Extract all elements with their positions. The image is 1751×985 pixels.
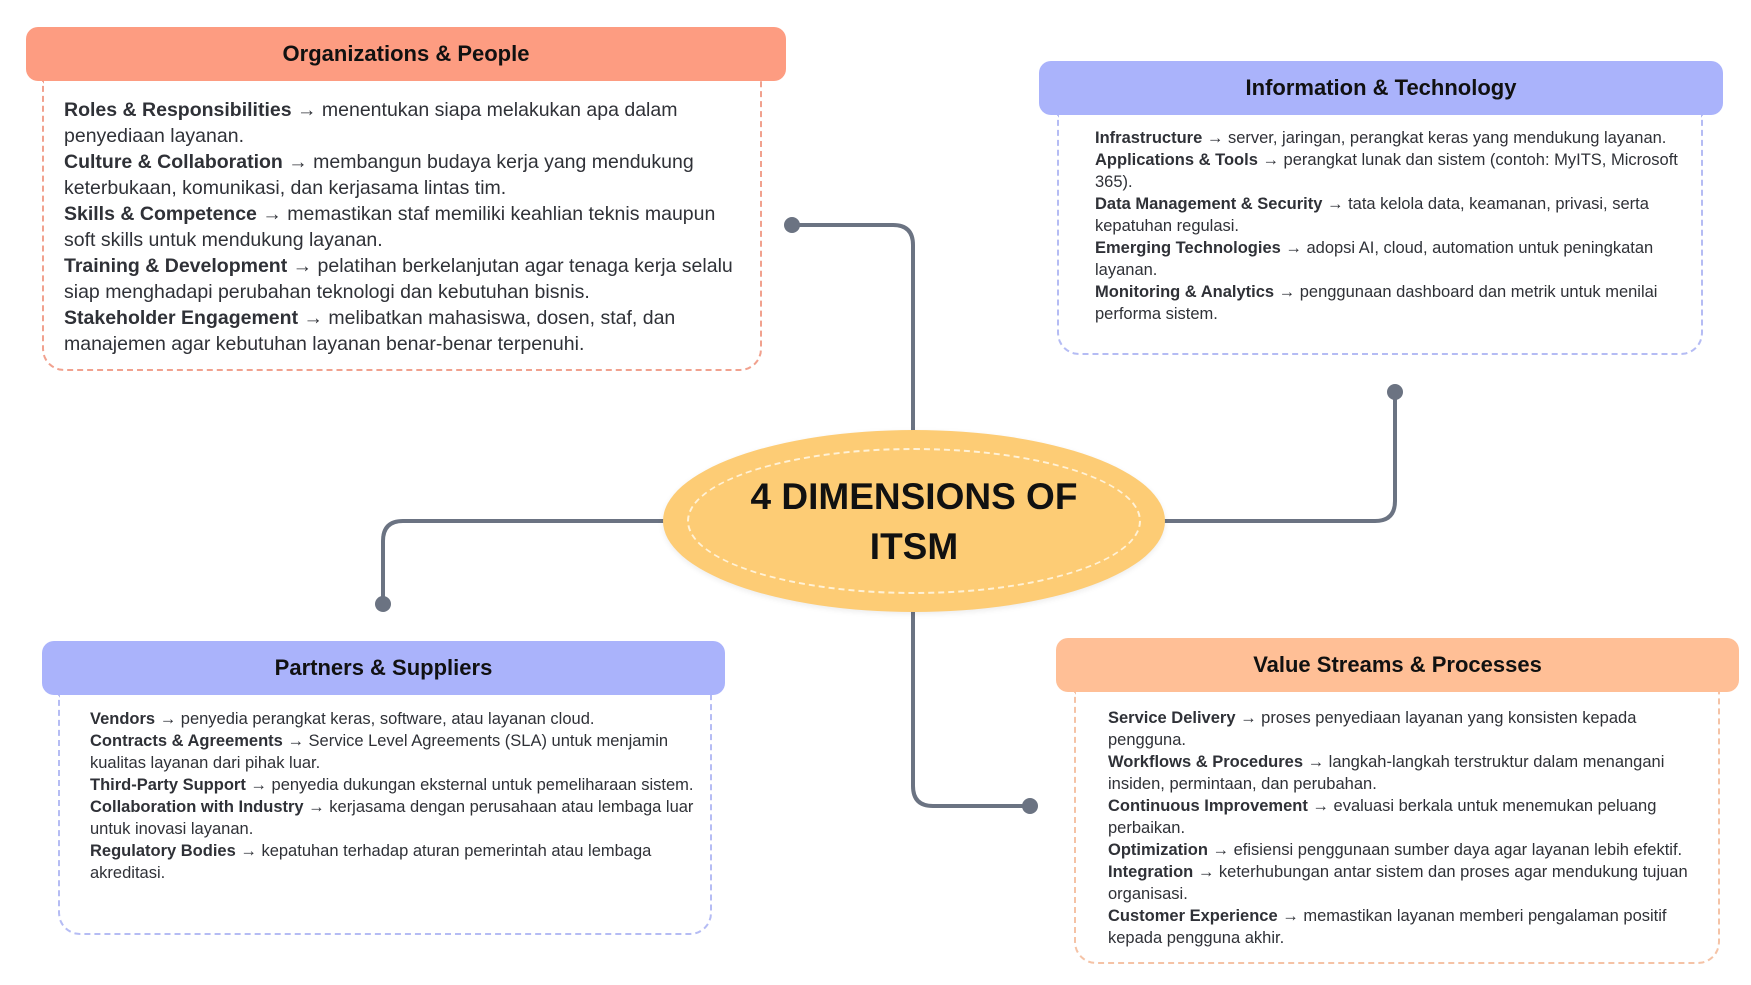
connector-it xyxy=(1163,391,1397,523)
center-title-line2: ITSM xyxy=(869,526,959,567)
list-item: Infrastructure → server, jaringan, peran… xyxy=(1095,127,1689,149)
item-term: Culture & Collaboration xyxy=(64,151,283,173)
connector-dot-org xyxy=(784,217,800,233)
list-item: Stakeholder Engagement → melibatkan maha… xyxy=(64,305,746,357)
item-description: → pelatihan berkelanjutan agar tenaga ke… xyxy=(64,255,733,303)
item-description: → Service Level Agreements (SLA) untuk m… xyxy=(90,732,669,772)
item-description: → langkah-langkah terstruktur dalam mena… xyxy=(1108,753,1665,793)
item-term: Collaboration with Industry xyxy=(90,798,304,816)
item-term: Optimization xyxy=(1108,841,1208,859)
list-item: Culture & Collaboration → membangun buda… xyxy=(64,149,746,201)
item-description: → adopsi AI, cloud, automation untuk pen… xyxy=(1095,239,1654,279)
item-term: Data Management & Security xyxy=(1095,195,1323,213)
list-item: Regulatory Bodies → kepatuhan terhadap a… xyxy=(90,840,698,884)
item-term: Customer Experience xyxy=(1108,907,1278,925)
connector-dot-ps xyxy=(375,596,391,612)
connector-ps xyxy=(381,519,665,605)
list-item: Optimization → efisiensi penggunaan sumb… xyxy=(1108,839,1710,861)
item-description: → melibatkan mahasiswa, dosen, staf, dan… xyxy=(64,307,676,355)
item-description: → efisiensi penggunaan sumber daya agar … xyxy=(1207,841,1683,859)
card-organizations-people: Roles & Responsibilities → menentukan si… xyxy=(26,27,786,373)
item-term: Stakeholder Engagement xyxy=(64,307,299,329)
list-item: Vendors → penyedia perangkat keras, soft… xyxy=(90,708,698,730)
item-description: → perangkat lunak dan sistem (contoh: My… xyxy=(1095,151,1678,191)
item-list: Vendors → penyedia perangkat keras, soft… xyxy=(90,708,698,884)
item-term: Roles & Responsibilities xyxy=(64,99,292,121)
list-item: Training & Development → pelatihan berke… xyxy=(64,253,746,305)
item-term: Monitoring & Analytics xyxy=(1095,283,1275,301)
connector-dot-it xyxy=(1387,384,1403,400)
center-node: 4 DIMENSIONS OF ITSM xyxy=(663,430,1165,612)
item-description: → kepatuhan terhadap aturan pemerintah a… xyxy=(90,842,652,882)
item-description: → penyedia dukungan eksternal untuk peme… xyxy=(245,776,694,794)
item-description: → membangun budaya kerja yang mendukung … xyxy=(64,151,694,199)
card-title: Value Streams & Processes xyxy=(1056,638,1739,692)
card-body: Roles & Responsibilities → menentukan si… xyxy=(42,81,762,371)
item-term: Contracts & Agreements xyxy=(90,732,283,750)
item-term: Integration xyxy=(1108,863,1194,881)
connector-org xyxy=(791,223,915,432)
item-term: Regulatory Bodies xyxy=(90,842,236,860)
center-title: 4 DIMENSIONS OF ITSM xyxy=(663,472,1165,572)
item-description: → penyedia perangkat keras, software, at… xyxy=(155,710,595,728)
item-description: → memastikan layanan memberi pengalaman … xyxy=(1108,907,1667,947)
center-node-inner-border xyxy=(687,448,1141,594)
list-item: Skills & Competence → memastikan staf me… xyxy=(64,201,746,253)
item-description: → proses penyediaan layanan yang konsist… xyxy=(1108,709,1637,749)
item-term: Emerging Technologies xyxy=(1095,239,1281,257)
list-item: Service Delivery → proses penyediaan lay… xyxy=(1108,707,1710,751)
item-term: Service Delivery xyxy=(1108,709,1236,727)
card-body: Service Delivery → proses penyediaan lay… xyxy=(1074,692,1720,964)
list-item: Applications & Tools → perangkat lunak d… xyxy=(1095,149,1689,193)
list-item: Customer Experience → memastikan layanan… xyxy=(1108,905,1710,949)
list-item: Continuous Improvement → evaluasi berkal… xyxy=(1108,795,1710,839)
item-description: → memastikan staf memiliki keahlian tekn… xyxy=(64,203,716,251)
card-value-streams-processes: Service Delivery → proses penyediaan lay… xyxy=(1056,638,1739,965)
item-term: Infrastructure xyxy=(1095,129,1203,147)
item-description: → server, jaringan, perangkat keras yang… xyxy=(1202,129,1667,147)
card-title: Organizations & People xyxy=(26,27,786,81)
list-item: Contracts & Agreements → Service Level A… xyxy=(90,730,698,774)
list-item: Workflows & Procedures → langkah-langkah… xyxy=(1108,751,1710,795)
list-item: Data Management & Security → tata kelola… xyxy=(1095,193,1689,237)
list-item: Emerging Technologies → adopsi AI, cloud… xyxy=(1095,237,1689,281)
card-body: Infrastructure → server, jaringan, peran… xyxy=(1057,115,1703,355)
list-item: Integration → keterhubungan antar sistem… xyxy=(1108,861,1710,905)
card-information-technology: Infrastructure → server, jaringan, peran… xyxy=(1039,61,1723,356)
item-term: Third-Party Support xyxy=(90,776,246,794)
card-title: Information & Technology xyxy=(1039,61,1723,115)
item-description: → kerjasama dengan perusahaan atau lemba… xyxy=(90,798,694,838)
item-list: Service Delivery → proses penyediaan lay… xyxy=(1108,707,1710,949)
item-term: Workflows & Procedures xyxy=(1108,753,1303,771)
card-body: Vendors → penyedia perangkat keras, soft… xyxy=(58,695,712,935)
connector-vs xyxy=(911,610,1031,808)
center-title-line1: 4 DIMENSIONS OF xyxy=(750,476,1078,517)
item-term: Skills & Competence xyxy=(64,203,257,225)
item-description: → menentukan siapa melakukan apa dalam p… xyxy=(64,99,678,147)
item-description: → penggunaan dashboard dan metrik untuk … xyxy=(1095,283,1658,323)
list-item: Collaboration with Industry → kerjasama … xyxy=(90,796,698,840)
item-term: Training & Development xyxy=(64,255,288,277)
item-term: Continuous Improvement xyxy=(1108,797,1308,815)
list-item: Third-Party Support → penyedia dukungan … xyxy=(90,774,698,796)
item-description: → tata kelola data, keamanan, privasi, s… xyxy=(1095,195,1649,235)
item-description: → keterhubungan antar sistem dan proses … xyxy=(1108,863,1688,903)
item-list: Roles & Responsibilities → menentukan si… xyxy=(64,97,746,357)
connector-dot-vs xyxy=(1022,798,1038,814)
card-title: Partners & Suppliers xyxy=(42,641,725,695)
list-item: Roles & Responsibilities → menentukan si… xyxy=(64,97,746,149)
item-term: Applications & Tools xyxy=(1095,151,1258,169)
card-partners-suppliers: Vendors → penyedia perangkat keras, soft… xyxy=(42,641,725,936)
item-list: Infrastructure → server, jaringan, peran… xyxy=(1095,127,1689,325)
item-description: → evaluasi berkala untuk menemukan pelua… xyxy=(1108,797,1657,837)
item-term: Vendors xyxy=(90,710,156,728)
list-item: Monitoring & Analytics → penggunaan dash… xyxy=(1095,281,1689,325)
